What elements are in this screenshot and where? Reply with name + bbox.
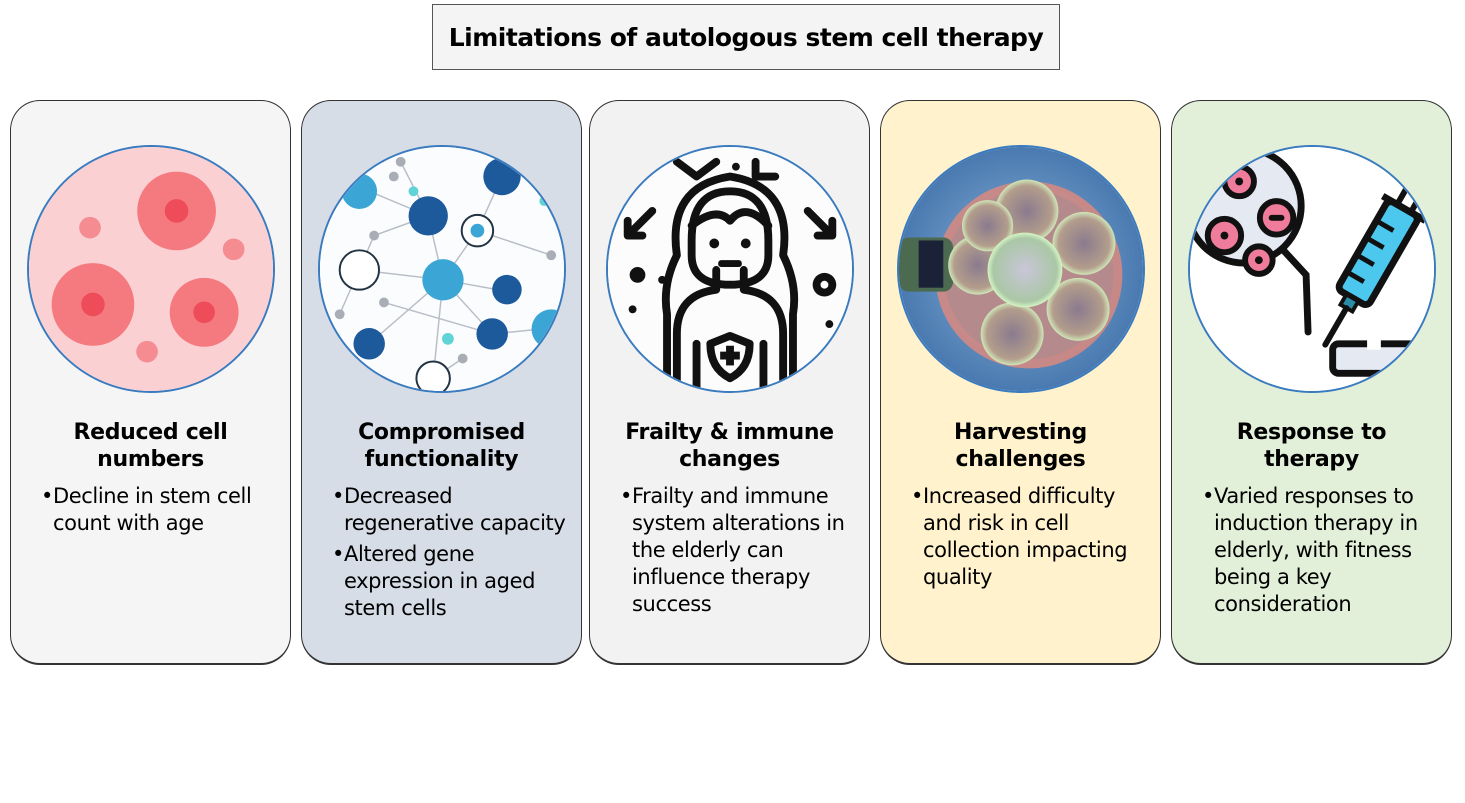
card-compromised-functionality: Compromised functionality Decreased rege…	[301, 100, 582, 665]
card-title-line: numbers	[97, 447, 204, 472]
card-title-line: Compromised	[358, 420, 525, 445]
embryo-cells-icon	[896, 145, 1145, 393]
bullet-list: Frailty and immune system alterations in…	[620, 483, 857, 622]
card-title-line: Reduced cell	[73, 420, 228, 445]
card-title-line: Frailty & immune	[625, 420, 834, 445]
bullet-list: Increased difficulty and risk in cell co…	[911, 483, 1148, 595]
syringe-cells-icon	[1187, 145, 1436, 393]
bullet-item: Frailty and immune system alterations in…	[620, 483, 857, 618]
card-title-line: challenges	[955, 447, 1086, 472]
card-harvesting-challenges: Harvesting challenges Increased difficul…	[880, 100, 1161, 665]
bullet-item: Decline in stem cell count with age	[41, 483, 278, 537]
card-title-line: functionality	[364, 447, 519, 472]
card-response-to-therapy: Response to therapy Varied responses to …	[1171, 100, 1452, 665]
card-title-line: changes	[679, 447, 780, 472]
bullet-list: Decline in stem cell count with age	[41, 483, 278, 541]
diagram-title-box: Limitations of autologous stem cell ther…	[432, 4, 1060, 70]
card-title: Frailty & immune changes	[590, 419, 869, 473]
cells-icon	[26, 145, 275, 393]
diagram-title: Limitations of autologous stem cell ther…	[448, 22, 1044, 52]
bullet-item: Varied responses to induction therapy in…	[1202, 483, 1439, 618]
person-immune-icon	[605, 145, 854, 393]
bullet-item: Increased difficulty and risk in cell co…	[911, 483, 1148, 591]
card-title-line: Harvesting	[954, 420, 1087, 445]
bullet-list: Varied responses to induction therapy in…	[1202, 483, 1439, 622]
card-title: Harvesting challenges	[881, 419, 1160, 473]
bullet-list: Decreased regenerative capacity Altered …	[332, 483, 569, 626]
card-title: Reduced cell numbers	[11, 419, 290, 473]
card-frailty-immune-changes: Frailty & immune changes Frailty and imm…	[589, 100, 870, 665]
card-reduced-cell-numbers: Reduced cell numbers Decline in stem cel…	[10, 100, 291, 665]
bullet-item: Altered gene expression in aged stem cel…	[332, 541, 569, 622]
card-title-line: therapy	[1264, 447, 1359, 472]
card-title: Response to therapy	[1172, 419, 1451, 473]
card-title-line: Response to	[1236, 420, 1387, 445]
card-title: Compromised functionality	[302, 419, 581, 473]
bullet-item: Decreased regenerative capacity	[332, 483, 569, 537]
network-icon	[317, 145, 566, 393]
